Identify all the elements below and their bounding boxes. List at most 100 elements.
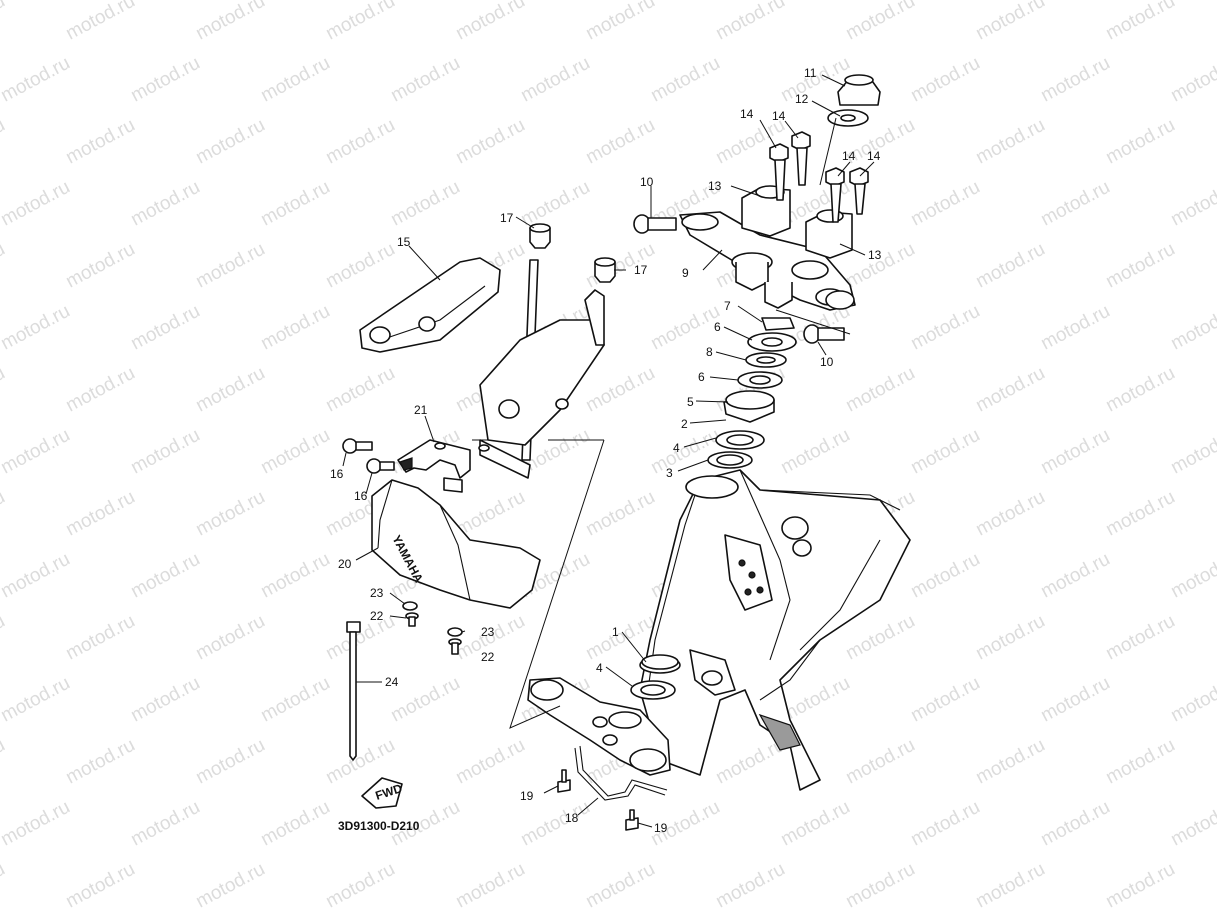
- watermark-text: motod.ru: [127, 425, 203, 479]
- upper-bracket: [679, 211, 856, 311]
- watermark-text: motod.ru: [62, 611, 138, 665]
- watermark-text: motod.ru: [1167, 53, 1217, 107]
- watermark-text: motod.ru: [192, 115, 268, 169]
- watermark-text: motod.ru: [1037, 425, 1113, 479]
- cable-tie: [346, 621, 361, 761]
- watermark-text: motod.ru: [907, 425, 983, 479]
- watermark-text: motod.ru: [192, 363, 268, 417]
- watermark-text: motod.ru: [907, 301, 983, 355]
- pinch-bolt-right: [803, 324, 845, 344]
- leader-lines: [342, 74, 875, 828]
- callout-9: 9: [682, 266, 689, 280]
- watermark-text: motod.ru: [322, 239, 398, 293]
- watermark-text: motod.ru: [192, 487, 268, 541]
- frame-steering-head: [639, 469, 911, 791]
- screw-22-right: [448, 638, 462, 655]
- watermark-text: motod.ru: [62, 735, 138, 789]
- callout-4: 4: [673, 441, 680, 455]
- callout-8: 8: [706, 345, 713, 359]
- watermark-text: motod.ru: [582, 115, 658, 169]
- watermark-text: motod.ru: [972, 239, 1048, 293]
- bearing-race-lower: [641, 654, 679, 670]
- watermark-text: motod.ru: [647, 53, 723, 107]
- fwd-arrow: FWD: [361, 777, 404, 809]
- watermark-text: motod.ru: [1167, 797, 1217, 851]
- callout-5: 5: [687, 395, 694, 409]
- watermark-text: motod.ru: [257, 673, 333, 727]
- watermark-text: motod.ru: [127, 549, 203, 603]
- diagram-code: 3D91300-D210: [338, 819, 420, 833]
- headlight-cover: YAMAHA: [371, 479, 541, 609]
- watermark-text: motod.ru: [322, 0, 398, 44]
- watermark-text: motod.ru: [1167, 301, 1217, 355]
- screw-19-lower: [625, 809, 639, 831]
- watermark-text: motod.ru: [0, 549, 74, 603]
- watermark-text: motod.ru: [0, 673, 74, 727]
- watermark-text: motod.ru: [257, 425, 333, 479]
- callout-17: 17: [634, 263, 648, 277]
- watermark-text: motod.ru: [712, 0, 788, 44]
- watermark-text: motod.ru: [907, 53, 983, 107]
- callout-14: 14: [740, 107, 754, 121]
- watermark-text: motod.ru: [777, 797, 853, 851]
- watermark-text: motod.ru: [257, 301, 333, 355]
- watermark-text: motod.ru: [62, 0, 138, 44]
- watermark-text: motod.ru: [1102, 487, 1178, 541]
- watermark-text: motod.ru: [192, 0, 268, 44]
- handlebar-holder-right: [805, 209, 853, 259]
- callout-19: 19: [654, 821, 668, 835]
- watermark-text: motod.ru: [192, 859, 268, 913]
- brake-hose-guide: [574, 745, 668, 801]
- callout-10: 10: [640, 175, 654, 189]
- watermark-text: motod.ru: [0, 735, 9, 789]
- callout-14: 14: [772, 109, 786, 123]
- callout-22: 22: [370, 609, 384, 623]
- bearing-upper: [715, 430, 765, 450]
- lock-washer: [761, 317, 795, 331]
- watermark-text: motod.ru: [1102, 735, 1178, 789]
- watermark-text: motod.ru: [452, 735, 528, 789]
- watermark-text: motod.ru: [842, 611, 918, 665]
- watermark-text: motod.ru: [1167, 673, 1217, 727]
- callout-2: 2: [681, 417, 688, 431]
- watermark-text: motod.ru: [62, 487, 138, 541]
- callouts: 1 2 3 4 4 5 6 6 7 8 9 10 10 11 12 13 13 …: [330, 66, 882, 835]
- watermark-text: motod.ru: [192, 735, 268, 789]
- watermark-text: motod.ru: [1167, 177, 1217, 231]
- callout-19: 19: [520, 789, 534, 803]
- watermark-text: motod.ru: [842, 363, 918, 417]
- watermark-text: motod.ru: [257, 53, 333, 107]
- watermark-text: motod.ru: [0, 611, 9, 665]
- watermark-text: motod.ru: [1037, 301, 1113, 355]
- watermark-text: motod.ru: [842, 735, 918, 789]
- watermark-text: motod.ru: [972, 487, 1048, 541]
- watermark-text: motod.ru: [972, 611, 1048, 665]
- pinch-bolt-left: [633, 214, 677, 234]
- watermark-text: motod.ru: [322, 363, 398, 417]
- watermark-text: motod.ru: [1037, 549, 1113, 603]
- watermark-text: motod.ru: [0, 0, 9, 44]
- watermark-text: motod.ru: [1167, 425, 1217, 479]
- watermark-text: motod.ru: [972, 735, 1048, 789]
- watermark-text: motod.ru: [0, 425, 74, 479]
- watermark-text: motod.ru: [127, 53, 203, 107]
- callout-23: 23: [481, 625, 495, 639]
- assembly-outline: [472, 117, 851, 729]
- watermark-text: motod.ru: [907, 177, 983, 231]
- watermark-text: motod.ru: [0, 53, 74, 107]
- callout-3: 3: [666, 466, 673, 480]
- bolt-16-upper: [342, 438, 373, 454]
- callout-21: 21: [414, 403, 428, 417]
- callout-10: 10: [820, 355, 834, 369]
- watermark-text: motod.ru: [127, 797, 203, 851]
- callout-23: 23: [370, 586, 384, 600]
- watermark-text: motod.ru: [647, 425, 723, 479]
- watermark-text: motod.ru: [972, 363, 1048, 417]
- headlight-stay: [359, 257, 605, 479]
- watermark-text: motod.ru: [972, 115, 1048, 169]
- callout-14: 14: [842, 149, 856, 163]
- watermark-text: motod.ru: [907, 673, 983, 727]
- watermark-text: motod.ru: [452, 859, 528, 913]
- screw-19-upper: [557, 769, 571, 793]
